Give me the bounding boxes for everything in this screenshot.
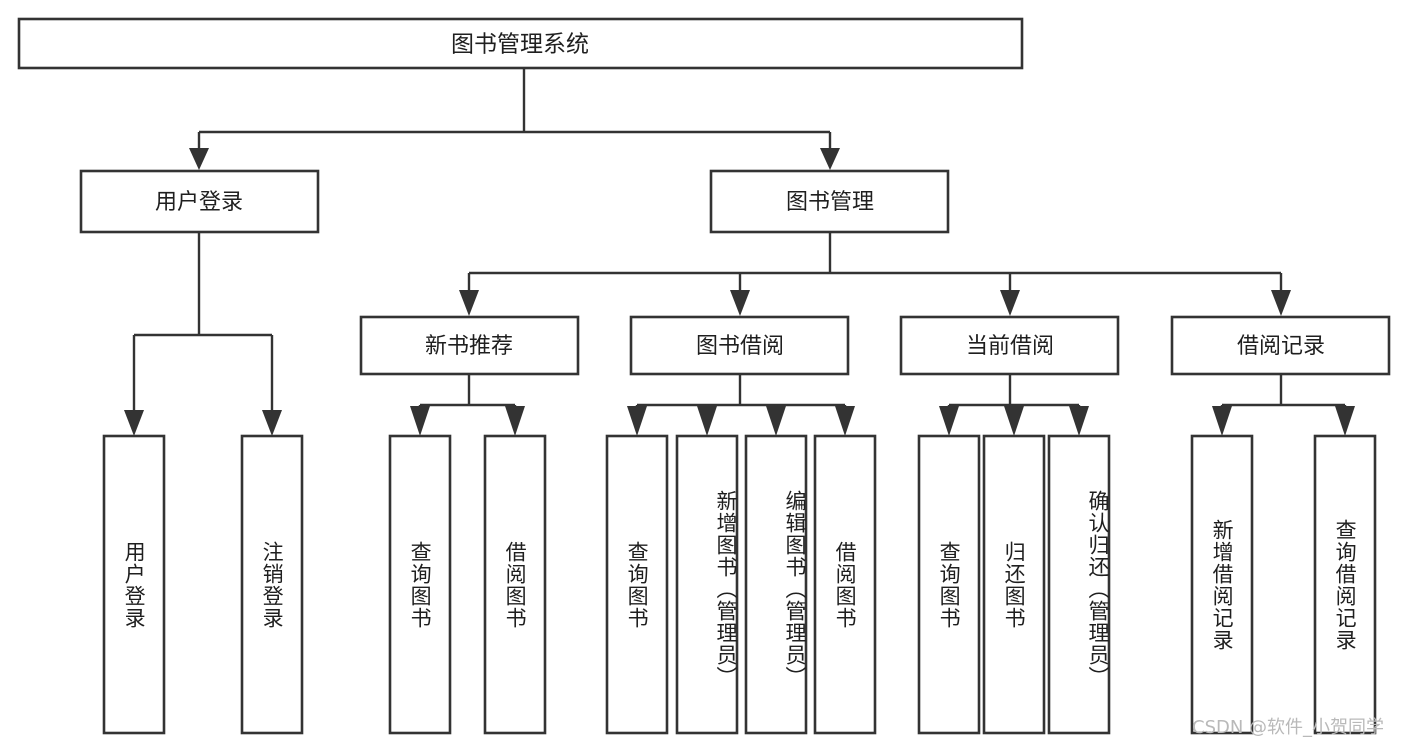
node-user-login-label: 用户登录	[155, 190, 243, 215]
arrow-leaf-confirm-return	[1069, 406, 1089, 436]
node-user-login[interactable]: 用户登录	[79, 169, 320, 234]
leaf-box-edit-book[interactable]	[744, 434, 808, 735]
leaf-box-borrow-book-2[interactable]	[813, 434, 877, 735]
node-current-borrow-box[interactable]	[899, 315, 1120, 376]
node-book-borrow-box[interactable]	[629, 315, 850, 376]
arrow-leaf-edit-book	[766, 406, 786, 436]
node-borrow-record[interactable]: 借阅记录	[1170, 315, 1391, 376]
leaf-box-borrow-book-1[interactable]	[483, 434, 547, 735]
node-book-management-label: 图书管理	[786, 190, 874, 215]
node-root-label: 图书管理系统	[451, 32, 589, 58]
leaf-box-query-record[interactable]	[1313, 434, 1377, 735]
leaf-box-user-logout[interactable]	[240, 434, 304, 735]
arrow-to-current-borrow	[1000, 290, 1020, 316]
arrow-leaf-add-record	[1212, 406, 1232, 436]
leaf-box-user-login[interactable]	[102, 434, 166, 735]
node-root[interactable]: 图书管理系统	[17, 17, 1024, 70]
node-book-management[interactable]: 图书管理	[709, 169, 950, 234]
node-new-book-recommend[interactable]: 新书推荐	[359, 315, 580, 376]
leaf-box-query-book-3[interactable]	[917, 434, 981, 735]
node-new-book-recommend-box[interactable]	[359, 315, 580, 376]
arrow-leaf-query-record	[1335, 406, 1355, 436]
leaf-box-return-book[interactable]	[982, 434, 1046, 735]
arrow-to-new-book-recommend	[459, 290, 479, 316]
leaf-box-add-record[interactable]	[1190, 434, 1254, 735]
node-book-borrow-label: 图书借阅	[696, 334, 784, 359]
arrow-leaf-add-book	[697, 406, 717, 436]
node-borrow-record-box[interactable]	[1170, 315, 1391, 376]
arrow-leaf-query-book-1	[410, 406, 430, 436]
arrow-leaf-borrow-book-2	[835, 406, 855, 436]
arrow-leaf-user-login	[124, 410, 144, 436]
arrow-to-borrow-record	[1271, 290, 1291, 316]
leaf-box-query-book-1[interactable]	[388, 434, 452, 735]
arrow-to-book-management	[820, 148, 840, 170]
arrow-leaf-query-book-3	[939, 406, 959, 436]
node-root-box[interactable]	[17, 17, 1024, 70]
leaf-box-query-book-2[interactable]	[605, 434, 669, 735]
arrow-leaf-borrow-book-1	[505, 406, 525, 436]
node-book-management-box[interactable]	[709, 169, 950, 234]
arrow-leaf-user-logout	[262, 410, 282, 436]
leaf-box-add-book[interactable]	[675, 434, 739, 735]
leaf-box-confirm-return[interactable]	[1047, 434, 1111, 735]
arrow-to-user-login	[189, 148, 209, 170]
arrow-to-book-borrow	[730, 290, 750, 316]
arrow-leaf-return-book	[1004, 406, 1024, 436]
arrow-leaf-query-book-2	[627, 406, 647, 436]
node-book-borrow[interactable]: 图书借阅	[629, 315, 850, 376]
node-current-borrow-label: 当前借阅	[966, 334, 1054, 359]
node-borrow-record-label: 借阅记录	[1237, 334, 1325, 359]
node-current-borrow[interactable]: 当前借阅	[899, 315, 1120, 376]
node-new-book-recommend-label: 新书推荐	[425, 334, 513, 359]
csdn-watermark: CSDN @软件_小贺同学	[1192, 717, 1385, 738]
